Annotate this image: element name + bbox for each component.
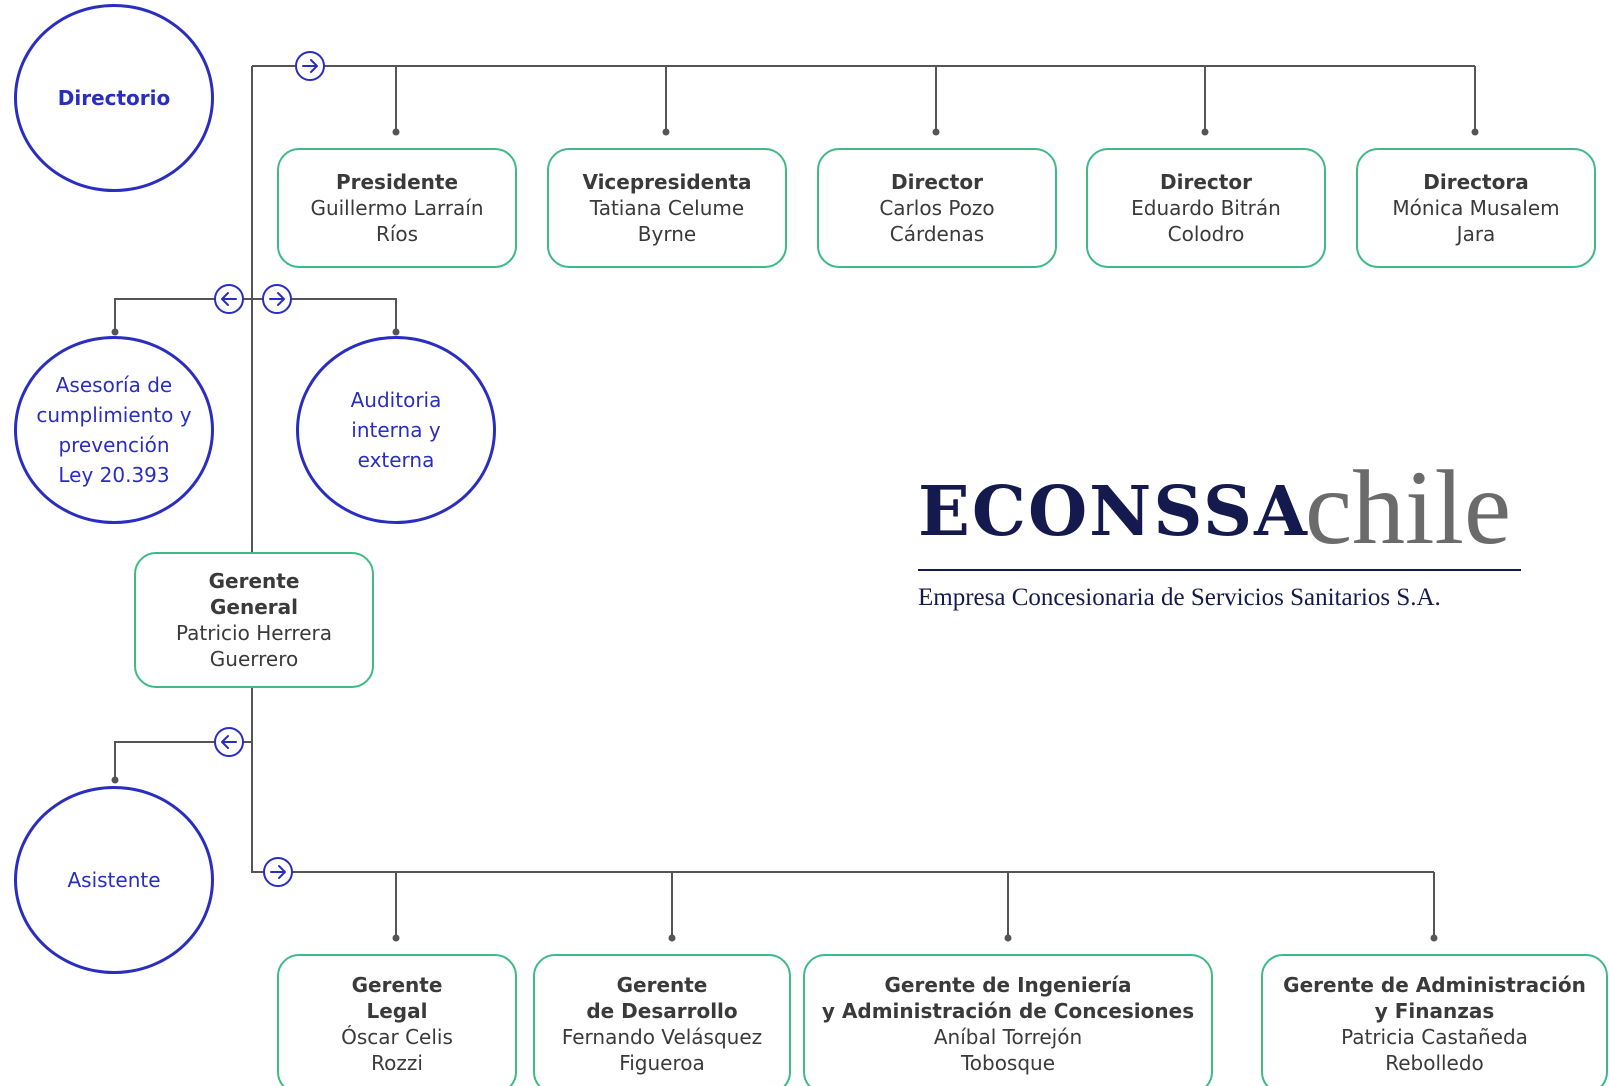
manager-box: Gerente de Desarrollo Fernando Velásquez…	[533, 954, 791, 1086]
manager-role: Gerente de Desarrollo	[586, 973, 738, 1023]
manager-role: Gerente Legal	[351, 973, 443, 1023]
board-member-role: Director	[891, 170, 983, 194]
connector-dot	[392, 328, 400, 336]
board-member-box: Vicepresidenta Tatiana Celume Byrne	[547, 148, 787, 268]
asesoria-circle: Asesoría de cumplimiento y prevención Le…	[14, 336, 214, 524]
connector-dot	[392, 128, 400, 136]
connector-dot	[1201, 128, 1209, 136]
logo-brand: ECONSSA	[918, 472, 1309, 552]
connector-dot	[1471, 128, 1479, 136]
arrow-left-icon	[214, 727, 244, 757]
board-member-name: Guillermo Larraín Ríos	[310, 196, 484, 246]
connector-dot	[668, 934, 676, 942]
connector-dot	[392, 934, 400, 942]
arrow-right-icon	[263, 857, 293, 887]
arrow-right-icon	[295, 51, 325, 81]
general-manager-role: Gerente General	[208, 569, 300, 619]
manager-box: Gerente de Administración y Finanzas Pat…	[1261, 954, 1608, 1086]
connector-dot	[932, 128, 940, 136]
connector-dot	[111, 776, 119, 784]
asesoria-label: Asesoría de cumplimiento y prevención Le…	[36, 373, 192, 487]
manager-role: Gerente de Administración y Finanzas	[1283, 973, 1586, 1023]
spine-line-lower	[251, 688, 264, 873]
manager-name: Patricia Castañeda Rebolledo	[1341, 1025, 1528, 1075]
general-manager-name: Patricio Herrera Guerrero	[176, 621, 332, 671]
board-member-box: Presidente Guillermo Larraín Ríos	[277, 148, 517, 268]
manager-name: Fernando Velásquez Figueroa	[561, 1025, 763, 1075]
asistente-branch	[114, 741, 252, 780]
econssa-logo: ECONSSA chile Empresa Concesionaria de S…	[918, 449, 1523, 622]
connector-dot	[662, 128, 670, 136]
logo-divider	[918, 569, 1521, 571]
board-member-role: Director	[1160, 170, 1252, 194]
asesoria-branch	[114, 298, 252, 332]
asistente-circle: Asistente	[14, 786, 214, 974]
board-member-box: Director Eduardo Bitrán Colodro	[1086, 148, 1326, 268]
board-member-role: Presidente	[335, 170, 459, 194]
manager-name: Aníbal Torrejón Tobosque	[933, 1025, 1083, 1075]
directorio-circle: Directorio	[14, 4, 214, 192]
manager-role: Gerente de Ingeniería y Administración d…	[821, 973, 1195, 1023]
auditoria-branch	[252, 298, 397, 332]
auditoria-label: Auditoria interna y externa	[350, 388, 442, 472]
arrow-right-icon	[262, 284, 292, 314]
auditoria-circle: Auditoria interna y externa	[296, 336, 496, 524]
logo-suffix: chile	[1305, 449, 1511, 566]
board-member-name: Carlos Pozo Cárdenas	[879, 196, 995, 246]
connector-dot	[111, 328, 119, 336]
manager-box: Gerente de Ingeniería y Administración d…	[803, 954, 1213, 1086]
board-member-role: Directora	[1423, 170, 1529, 194]
arrow-left-icon	[214, 284, 244, 314]
board-member-box: Directora Mónica Musalem Jara	[1356, 148, 1596, 268]
connector-dot	[1004, 934, 1012, 942]
connector-dot	[1430, 934, 1438, 942]
manager-box: Gerente Legal Óscar Celis Rozzi	[277, 954, 517, 1086]
board-member-name: Mónica Musalem Jara	[1392, 196, 1560, 246]
board-member-name: Eduardo Bitrán Colodro	[1131, 196, 1281, 246]
logo-tagline: Empresa Concesionaria de Servicios Sanit…	[918, 584, 1441, 611]
board-member-role: Vicepresidenta	[582, 170, 752, 194]
manager-name: Óscar Celis Rozzi	[341, 1025, 453, 1075]
general-manager-box: Gerente General Patricio Herrera Guerrer…	[134, 552, 374, 688]
directorio-label: Directorio	[57, 86, 171, 110]
board-member-name: Tatiana Celume Byrne	[589, 196, 745, 246]
board-member-box: Director Carlos Pozo Cárdenas	[817, 148, 1057, 268]
asistente-label: Asistente	[67, 868, 161, 892]
